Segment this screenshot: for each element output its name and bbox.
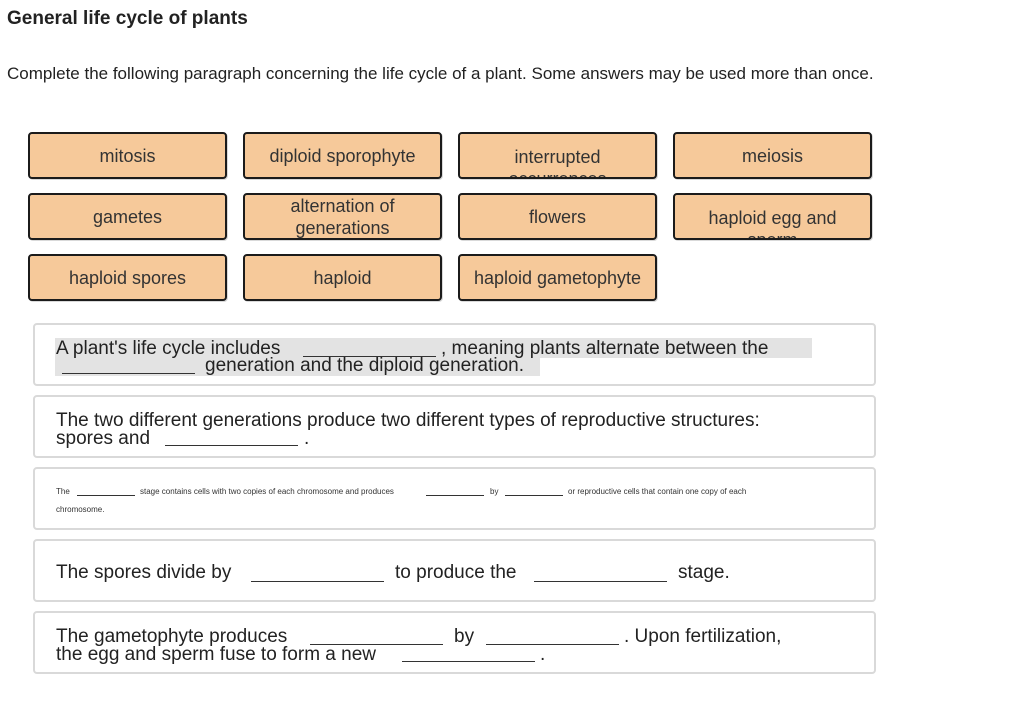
sentence-text: . Upon fertilization,	[624, 626, 782, 647]
sentence-text: stage.	[678, 562, 730, 583]
sentence-text: to produce the	[395, 562, 517, 583]
sentence-text: or reproductive cells that contain one c…	[568, 487, 747, 496]
blank-5-2[interactable]	[486, 644, 619, 645]
sentence-box-5: The gametophyte produces by . Upon ferti…	[33, 611, 876, 674]
word-chip-mitosis[interactable]: mitosis	[28, 132, 227, 179]
sentence-text: The gametophyte produces	[56, 626, 288, 647]
word-chip-gametes[interactable]: gametes	[28, 193, 227, 240]
word-chip-haploid-gametophyte[interactable]: haploid gametophyte	[458, 254, 657, 301]
sentence-text: spores and	[56, 428, 151, 449]
sentence-box-3: The stage contains cells with two copies…	[33, 467, 876, 530]
word-chip-interrupted-occurrences[interactable]: interrupted occurrences	[458, 132, 657, 179]
word-bank: mitosis diploid sporophyte interrupted o…	[28, 132, 878, 307]
word-chip-haploid-spores[interactable]: haploid spores	[28, 254, 227, 301]
word-chip-alternation-of-generations[interactable]: alternation of generations	[243, 193, 442, 240]
blank-3-3[interactable]	[505, 495, 563, 496]
blank-1-1[interactable]	[303, 356, 436, 357]
sentence-text: by	[454, 626, 475, 647]
sentence-text: A plant's life cycle includes	[56, 338, 281, 359]
word-chip-flowers[interactable]: flowers	[458, 193, 657, 240]
instructions: Complete the following paragraph concern…	[7, 64, 874, 83]
sentence-text: .	[304, 428, 310, 449]
sentence-text: , meaning plants alternate between the	[441, 338, 769, 359]
blank-4-1[interactable]	[251, 581, 384, 582]
sentence-text: .	[540, 644, 546, 665]
sentence-text: generation and the diploid generation.	[205, 355, 525, 376]
word-chip-haploid-egg-and-sperm[interactable]: haploid egg and sperm	[673, 193, 872, 240]
sentence-text: the egg and sperm fuse to form a new	[56, 644, 377, 665]
text-highlight	[55, 358, 540, 376]
word-chip-meiosis[interactable]: meiosis	[673, 132, 872, 179]
blank-5-3[interactable]	[402, 661, 535, 662]
sentence-text: The two different generations produce tw…	[56, 410, 760, 431]
sentence-text: by	[490, 487, 499, 496]
text-highlight	[55, 338, 812, 358]
blank-2-1[interactable]	[165, 445, 298, 446]
sentence-box-4: The spores divide by to produce the stag…	[33, 539, 876, 602]
blank-3-1[interactable]	[77, 495, 135, 496]
sentence-box-1: A plant's life cycle includes , meaning …	[33, 323, 876, 386]
sentence-text: The spores divide by	[56, 562, 232, 583]
page-title: General life cycle of plants	[7, 8, 248, 29]
sentence-text: stage contains cells with two copies of …	[140, 487, 394, 496]
blank-4-2[interactable]	[534, 581, 667, 582]
blank-1-2[interactable]	[62, 373, 195, 374]
blank-3-2[interactable]	[426, 495, 484, 496]
sentence-text: chromosome.	[56, 505, 105, 514]
sentence-box-2: The two different generations produce tw…	[33, 395, 876, 458]
word-chip-haploid[interactable]: haploid	[243, 254, 442, 301]
sentence-text: The	[56, 487, 70, 496]
blank-5-1[interactable]	[310, 644, 443, 645]
word-chip-diploid-sporophyte[interactable]: diploid sporophyte	[243, 132, 442, 179]
